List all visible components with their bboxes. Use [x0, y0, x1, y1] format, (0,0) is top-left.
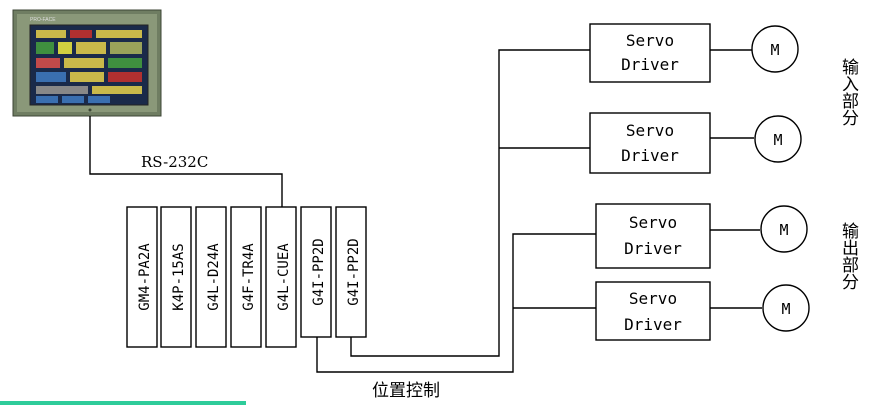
plc-rack: GM4-PA2A K4P-15AS G4L-D24A G4F-TR4A G4L-… [127, 207, 366, 347]
driver-1-line2: Driver [621, 55, 679, 74]
module-6-label: G4I-PP2D [311, 238, 327, 305]
module-2-label: K4P-15AS [171, 243, 187, 310]
hmi-brand-label: PRO-FACE [30, 17, 56, 23]
module-2: K4P-15AS [161, 207, 191, 347]
module-4-label: G4F-TR4A [241, 243, 257, 311]
motor-1: M [752, 26, 798, 72]
module-1: GM4-PA2A [127, 207, 157, 347]
motor-2-label: M [773, 131, 782, 149]
driver-1-line1: Servo [626, 31, 674, 50]
motor-1-label: M [770, 41, 779, 59]
module-1-label: GM4-PA2A [137, 243, 153, 311]
driver-2-line1: Servo [626, 121, 674, 140]
module-5: G4L-CUEA [266, 207, 296, 347]
motor-3-label: M [779, 221, 788, 239]
motor-3: M [761, 206, 807, 252]
driver-4-line2: Driver [624, 315, 682, 334]
motor-2: M [755, 116, 801, 162]
module-6: G4I-PP2D [301, 207, 331, 337]
motor-4: M [763, 285, 809, 331]
servo-driver-2: Servo Driver [590, 113, 710, 173]
hmi-touch-panel: PRO-FACE [13, 10, 161, 116]
output-section-label: 输出部分 [838, 222, 859, 290]
motor-4-label: M [781, 300, 790, 318]
module-3-label: G4L-D24A [206, 243, 222, 311]
accent-bar [0, 401, 246, 405]
driver-3-line1: Servo [629, 213, 677, 232]
module-7-label: G4I-PP2D [346, 238, 362, 305]
servo-driver-1: Servo Driver [590, 24, 710, 82]
servo-driver-4: Servo Driver [596, 282, 710, 340]
module-7: G4I-PP2D [336, 207, 366, 337]
driver-3-line2: Driver [624, 239, 682, 258]
module-5-label: G4L-CUEA [276, 243, 292, 311]
driver-4-line1: Servo [629, 289, 677, 308]
driver-2-line2: Driver [621, 146, 679, 165]
module-3: G4L-D24A [196, 207, 226, 347]
position-control-label: 位置控制 [372, 381, 440, 401]
input-section-label: 输入部分 [838, 58, 859, 126]
module-4: G4F-TR4A [231, 207, 261, 347]
rs232c-label: RS-232C [141, 153, 208, 171]
servo-driver-3: Servo Driver [596, 204, 710, 268]
